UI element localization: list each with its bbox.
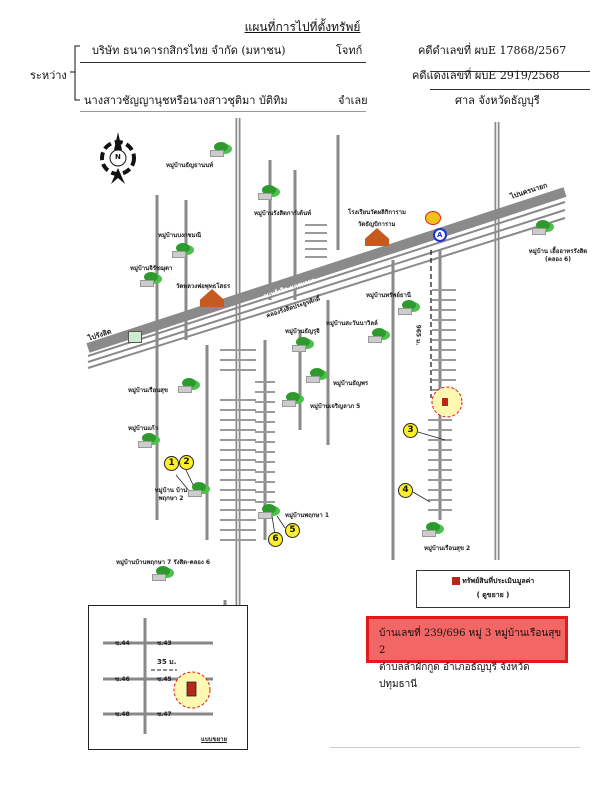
soi-label: ซ.48 (115, 711, 130, 718)
plaintiff-name: บริษัท ธนาคารกสิกรไทย จำกัด (มหาชน) (92, 44, 286, 57)
place-label: วัดหลวงพ่อพุทธโสธร (176, 283, 231, 290)
place-label: หมู่บ้านธัญธานนท์ (166, 162, 214, 169)
place-label: หมู่บ้านธัญรุจิ (285, 328, 320, 335)
property-marker (442, 398, 448, 406)
soi-label: ซ.43 (157, 640, 172, 647)
place-label: หมู่บ้านทรัพย์ธานี (366, 292, 411, 299)
marker-a-label: A (437, 231, 443, 239)
place-label: หมู่บ้านเรือนสุข (128, 387, 168, 394)
point-marker-3: 3 (403, 423, 418, 438)
side-streets (220, 224, 456, 541)
place-label: วัดธัญบิการาม (358, 221, 396, 228)
page-title: แผนที่การไปที่ตั้งทรัพย์ (244, 20, 361, 34)
inset-map: ซ.44 ซ.43 ซ.46 ซ.45 ซ.48 ซ.47 35 ม. แบบข… (88, 605, 248, 750)
place-label: หมู่บ้านจิรัชฌุดา (130, 265, 173, 272)
place-label: หมู่บ้าน เอื้ออาทรรังสิต (คลอง 6) (528, 248, 588, 263)
place-label: หมู่บ้านบ้านพฤกษา 7 รังสิต-คลอง 6 (116, 559, 211, 566)
inset-caption: แบบขยาย (201, 736, 227, 743)
place-label: หมู่บ้านบงกชมณี (158, 232, 202, 239)
store-icon (128, 331, 142, 343)
place-label: โรงเรียนวัดผลิกิการาม (348, 209, 406, 216)
place-label: หมู่บ้านเจริญลาภ 5 (310, 403, 361, 410)
point-marker-4: 4 (398, 483, 413, 498)
soi-label: ซ.45 (157, 676, 172, 683)
map-legend: ทรัพย์สินที่ประเมินมูลค่า ( ดูขยาย ) (416, 570, 570, 608)
point-marker-2: 2 (179, 455, 194, 470)
place-label: หมู่บ้านเรือนสุข 2 (424, 545, 471, 552)
property-legend-icon (451, 577, 460, 585)
soi-label: ซ.47 (157, 711, 172, 718)
north-label: N (115, 153, 121, 161)
distance-label: 965 ม. (414, 324, 422, 346)
soi-label: ซ.46 (115, 676, 130, 683)
north-compass-icon (100, 132, 136, 184)
point-marker-6: 6 (268, 532, 283, 547)
place-label: หมู่บ้านรังสิตการ์เด้นท์ (254, 210, 312, 217)
plaintiff-role: โจทก์ (336, 44, 363, 57)
point-marker-1: 1 (164, 456, 179, 471)
red-case-number: คดีแดงเลขที่ ผบE 2919/2568 (412, 69, 560, 82)
marker-a-icon (433, 228, 447, 242)
black-case-number: คดีดำเลขที่ ผบE 17868/2567 (418, 44, 567, 57)
defendant-name: นางสาวชัญญานุชหรือนางสาวชุติมา บัติทิม (84, 94, 288, 107)
soi-label: ซ.44 (115, 640, 130, 647)
point-marker-5: 5 (285, 523, 300, 538)
inset-distance-label: 35 ม. (157, 658, 177, 666)
shell-station-icon (425, 211, 441, 225)
defendant-role: จำเลย (338, 94, 368, 107)
address-box: บ้านเลขที่ 239/696 หมู่ 3 หมู่บ้านเรือนส… (366, 616, 568, 690)
main-highway (86, 187, 567, 369)
place-label: หมู่บ้านธัญพร (333, 380, 369, 387)
place-label: หมู่บ้านแก้ว (128, 425, 159, 432)
bracket (70, 45, 80, 101)
place-label: หมู่บ้านสะวันนาวิลล์ (326, 320, 378, 327)
place-label: หมู่บ้าน บ้านพฤกษา 2 (154, 487, 188, 502)
place-label: หมู่บ้านพฤกษา 1 (285, 512, 329, 519)
court-name: ศาล จังหวัดธัญบุรี (455, 94, 540, 107)
between-label: ระหว่าง (30, 69, 67, 82)
